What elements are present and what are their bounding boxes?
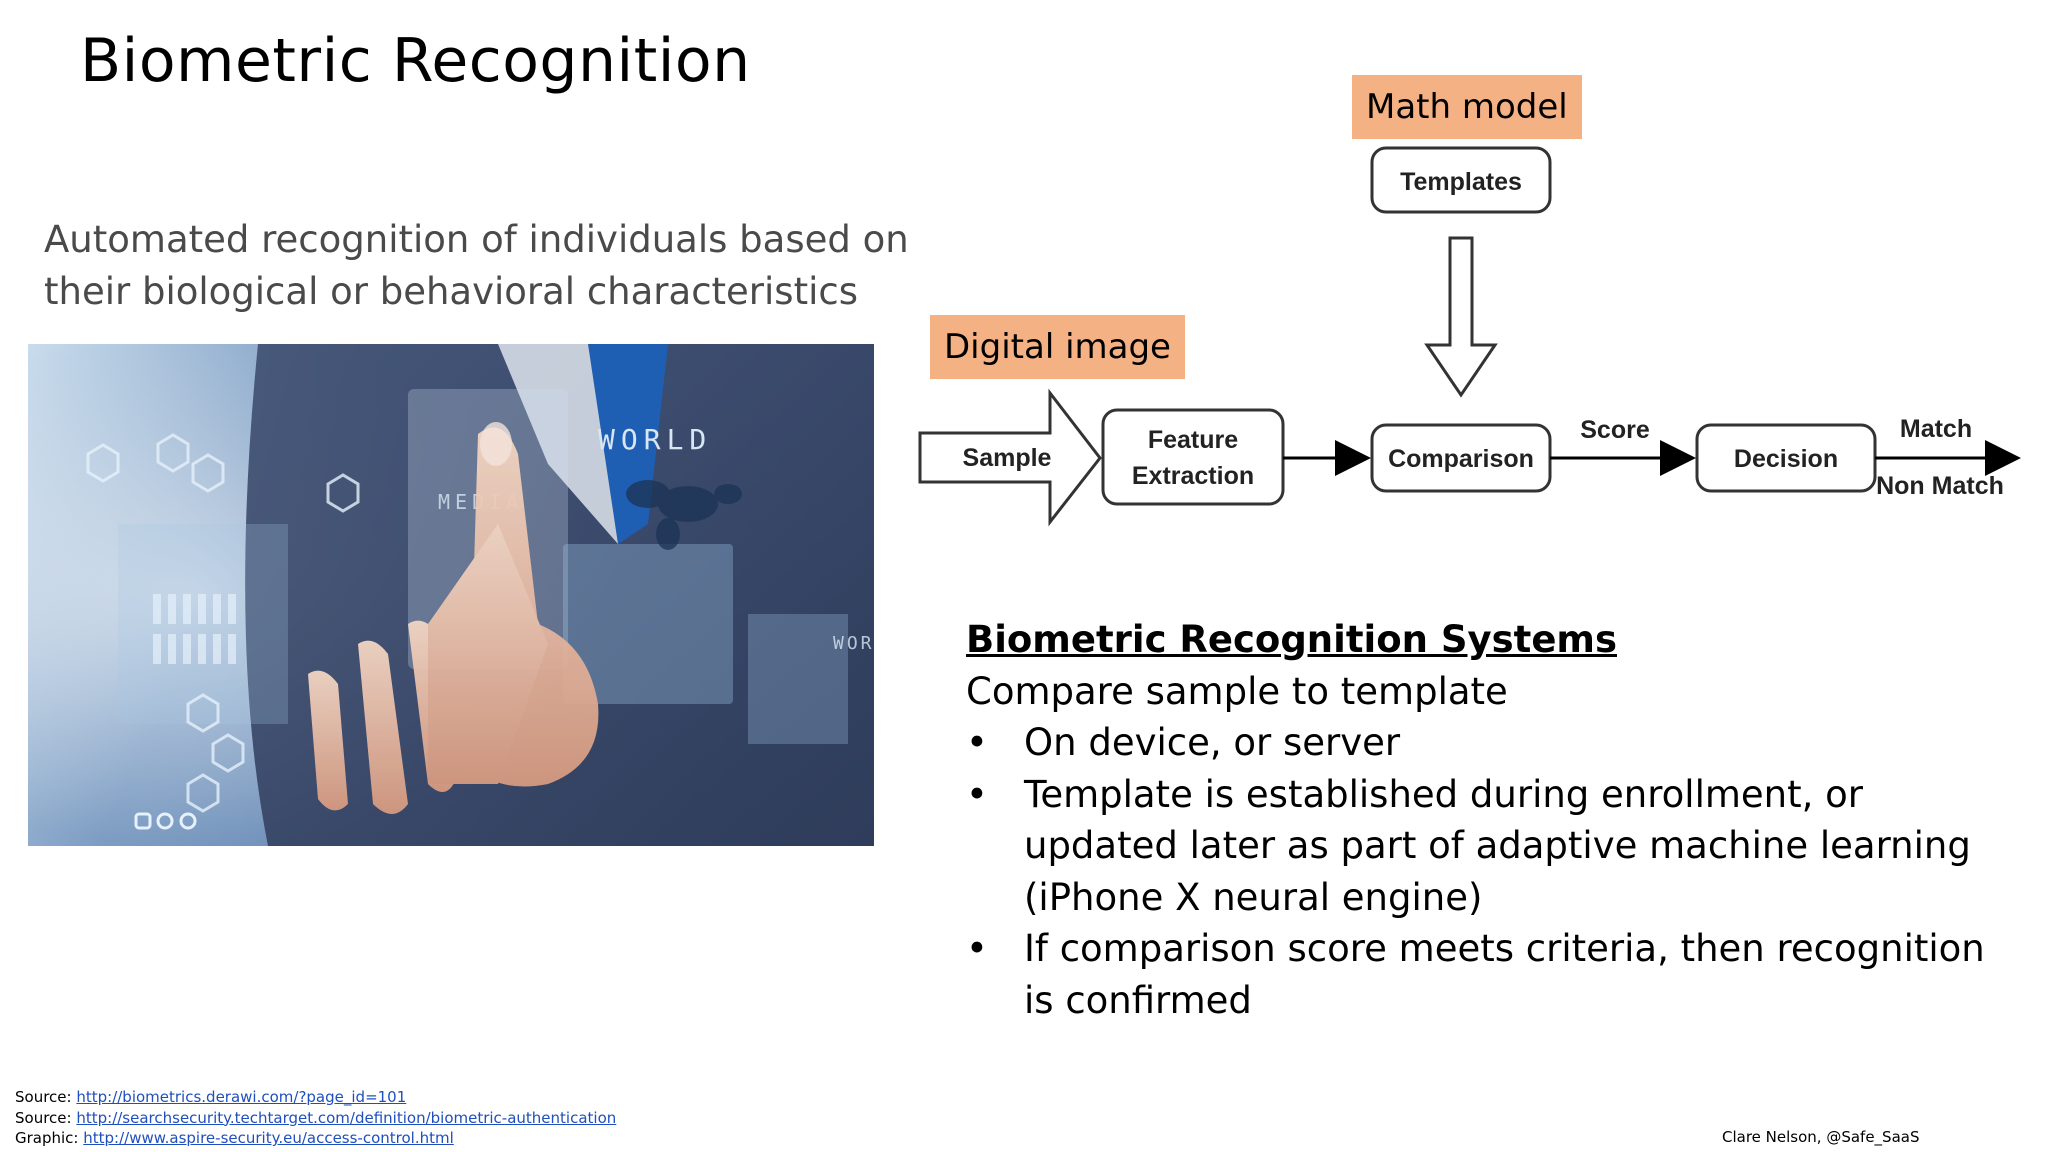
comparison-text: Comparison (1388, 445, 1534, 473)
feature-text-line2: Extraction (1132, 462, 1254, 490)
bullet-dot: • (966, 927, 988, 970)
sources-list: Source: http://biometrics.derawi.com/?pa… (15, 1087, 616, 1149)
recognition-systems-section: Biometric Recognition Systems Compare sa… (966, 614, 2026, 1026)
sample-arrow (918, 388, 1102, 527)
author-credit: Clare Nelson, @Safe_SaaS (1722, 1128, 1920, 1146)
biometric-touch-photo: WORLD MEDIA WOR (28, 344, 874, 846)
source-link[interactable]: http://www.aspire-security.eu/access-con… (83, 1129, 454, 1147)
source-link[interactable]: http://searchsecurity.techtarget.com/def… (76, 1108, 617, 1127)
photo-illustration: WORLD MEDIA WOR (28, 344, 874, 846)
systems-intro: Compare sample to template (966, 669, 1508, 713)
feature-text-line1: Feature (1148, 426, 1238, 454)
source-prefix: Source: (15, 1088, 77, 1106)
recognition-flow-diagram: Templates Sample Feature Extraction Comp… (912, 140, 2028, 540)
systems-heading: Biometric Recognition Systems (966, 618, 1617, 661)
score-text: Score (1580, 416, 1650, 444)
list-item: • If comparison score meets criteria, th… (966, 923, 2026, 1026)
list-item: • On device, or server (966, 717, 2026, 769)
bullet-text: On device, or server (1024, 721, 1401, 764)
slide-title: Biometric Recognition (80, 26, 751, 96)
digital-image-label: Digital image (930, 315, 1185, 379)
decision-text: Decision (1734, 445, 1838, 473)
templates-down-arrow (1424, 236, 1498, 398)
non-match-text: Non Match (1876, 472, 2004, 500)
slide-subtitle: Automated recognition of individuals bas… (44, 214, 924, 318)
templates-text: Templates (1400, 168, 1522, 196)
subtitle-line-2: their biological or behavioral character… (44, 270, 858, 313)
math-model-label: Math model (1352, 75, 1582, 139)
source-prefix: Graphic: (15, 1129, 84, 1147)
source-line: Source: http://biometrics.derawi.com/?pa… (15, 1087, 616, 1108)
bullet-dot: • (966, 772, 988, 816)
subtitle-line-1: Automated recognition of individuals bas… (44, 218, 909, 261)
photo-text-wor: WOR (833, 633, 874, 654)
source-prefix: Source: (15, 1108, 77, 1127)
source-line: Graphic: http://www.aspire-security.eu/a… (15, 1128, 616, 1149)
list-item: • Template is established during enrollm… (966, 769, 2026, 924)
bullet-dot: • (966, 721, 988, 764)
bullet-text: If comparison score meets criteria, then… (1024, 927, 1985, 1022)
source-link[interactable]: http://biometrics.derawi.com/?page_id=10… (76, 1088, 407, 1106)
templates-box (1370, 146, 1552, 214)
photo-text-world: WORLD (598, 423, 712, 456)
source-line: Source: http://searchsecurity.techtarget… (15, 1108, 616, 1129)
match-text: Match (1900, 415, 1972, 443)
bullet-text: Template is established during enrollmen… (1024, 772, 1971, 919)
flow-diagram-svg: Templates Sample Feature Extraction Comp… (918, 146, 2021, 527)
sample-text: Sample (963, 444, 1052, 472)
